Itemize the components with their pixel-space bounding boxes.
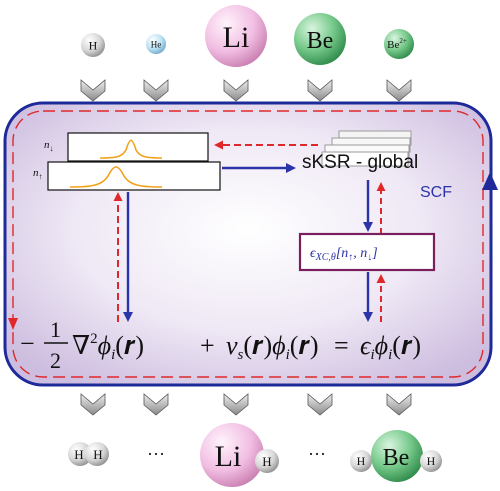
atom-he: He — [146, 34, 166, 54]
svg-text:Be2+: Be2+ — [387, 37, 407, 51]
h2-atom-2: H — [93, 447, 102, 462]
beh2-h-1: H — [357, 454, 366, 468]
chevron-down-icon — [80, 79, 106, 102]
eq-i-3: i — [370, 347, 374, 363]
chevron-down-icon — [223, 393, 249, 416]
xc-label: ϵXC,θ[n↑, n↓] — [310, 246, 378, 263]
chevron-down-icon — [223, 79, 249, 102]
eq-term1: ∇2ϕi(𝒓) — [72, 331, 144, 363]
eq-term2: vs(𝒓)ϕi(𝒓) — [226, 331, 319, 363]
atom-he-label: He — [151, 40, 162, 50]
eq-r-2: (𝒓) — [243, 331, 272, 360]
eq-term3: ϵiϕi(𝒓) — [360, 331, 421, 363]
ellipsis-2: ··· — [308, 444, 326, 464]
left-loop-arrowhead — [8, 318, 18, 330]
eq-r-4: (𝒓) — [392, 331, 421, 360]
eq-plus: + — [200, 331, 215, 360]
ellipsis-1: ··· — [147, 444, 165, 464]
density-stack: n↓ n↑ — [33, 132, 221, 191]
input-chevrons — [80, 79, 412, 102]
density-box-spin-down — [67, 132, 209, 162]
output-molecules: H H ··· Li H ··· H Be H — [68, 423, 442, 487]
h2-atom-1: H — [74, 447, 83, 462]
chevron-down-icon — [386, 79, 412, 102]
eq-eps: ϵ — [360, 331, 372, 360]
xc-close: ] — [371, 246, 377, 261]
atom-li: Li — [205, 5, 267, 67]
n-down-sub: ↓ — [50, 144, 54, 153]
atom-li-label: Li — [223, 21, 250, 54]
eq-i-2: i — [286, 347, 290, 363]
xc-eps: ϵ — [310, 246, 317, 261]
atom-be2plus-charge: 2+ — [399, 37, 407, 45]
flow-arrows — [113, 140, 386, 322]
sksr-label: sKSR - global — [302, 152, 418, 173]
eq-phi-1: ϕ — [98, 331, 111, 360]
input-atoms: H He Li Be Be2+ — [81, 5, 414, 67]
n-down-letter: n — [44, 139, 50, 151]
atom-be: Be — [294, 13, 346, 65]
eq-half-num: 1 — [50, 317, 61, 342]
lih-li: Li — [215, 440, 242, 473]
molecule-lih: Li H — [200, 423, 279, 487]
eq-v: v — [226, 331, 238, 360]
chevron-down-icon — [80, 393, 106, 416]
kohn-sham-equation: − 1 2 ∇2ϕi(𝒓) + vs(𝒓)ϕi(𝒓) = ϵiϕi(𝒓) — [20, 317, 421, 373]
atom-be-label: Be — [307, 28, 334, 54]
eq-equals: = — [334, 331, 349, 360]
n-up-letter: n — [33, 167, 39, 179]
atom-be2plus-label: Be — [387, 39, 399, 51]
scf-arrow-icon — [482, 172, 498, 190]
eq-r-1: (𝒓) — [115, 331, 144, 360]
n-up-sub: ↑ — [39, 172, 43, 181]
eq-phi-2: ϕ — [272, 331, 285, 360]
atom-h: H — [81, 33, 105, 57]
molecule-h2: H H — [68, 442, 109, 466]
eq-r-3: (𝒓) — [290, 331, 319, 360]
label-n-up: n↑ — [33, 167, 43, 181]
xc-comma: , n — [353, 246, 367, 261]
sksr-stack: sKSR - global — [302, 130, 418, 173]
beh2-h-2: H — [427, 454, 436, 468]
eq-i-4: i — [388, 347, 392, 363]
xc-args: [n — [336, 246, 348, 261]
atom-h-label: H — [89, 39, 98, 53]
xc-arg1-sub: ↑ — [348, 252, 353, 263]
density-box-spin-up — [47, 161, 221, 191]
chevron-down-icon — [143, 393, 169, 416]
molecule-beh2: H Be H — [350, 430, 442, 482]
gaussian-spin-up — [69, 166, 163, 188]
chevron-down-icon — [307, 393, 333, 416]
xc-arg2-sub: ↓ — [367, 252, 372, 263]
xc-sub: XC,θ — [315, 252, 336, 263]
eq-nabla: ∇ — [72, 331, 90, 360]
output-chevrons — [80, 393, 412, 416]
eq-phi-3: ϕ — [375, 331, 388, 360]
chevron-down-icon — [143, 79, 169, 102]
eq-s: s — [238, 347, 244, 363]
xc-box — [298, 232, 436, 272]
chevron-down-icon — [307, 79, 333, 102]
chevron-down-icon — [386, 393, 412, 416]
lih-h: H — [262, 454, 271, 469]
atom-be2plus: Be2+ — [384, 29, 414, 59]
xc-functional: ϵXC,θ[n↑, n↓] — [298, 232, 436, 272]
eq-minus: − — [20, 329, 35, 358]
eq-i-1: i — [111, 347, 115, 363]
eq-half-den: 2 — [50, 348, 61, 373]
beh2-be: Be — [383, 445, 410, 471]
eq-sq: 2 — [90, 331, 98, 347]
scf-dashed-loop — [12, 110, 484, 378]
gaussian-spin-down — [99, 139, 163, 159]
label-n-down: n↓ — [44, 139, 54, 153]
scf-label: SCF — [420, 184, 452, 201]
